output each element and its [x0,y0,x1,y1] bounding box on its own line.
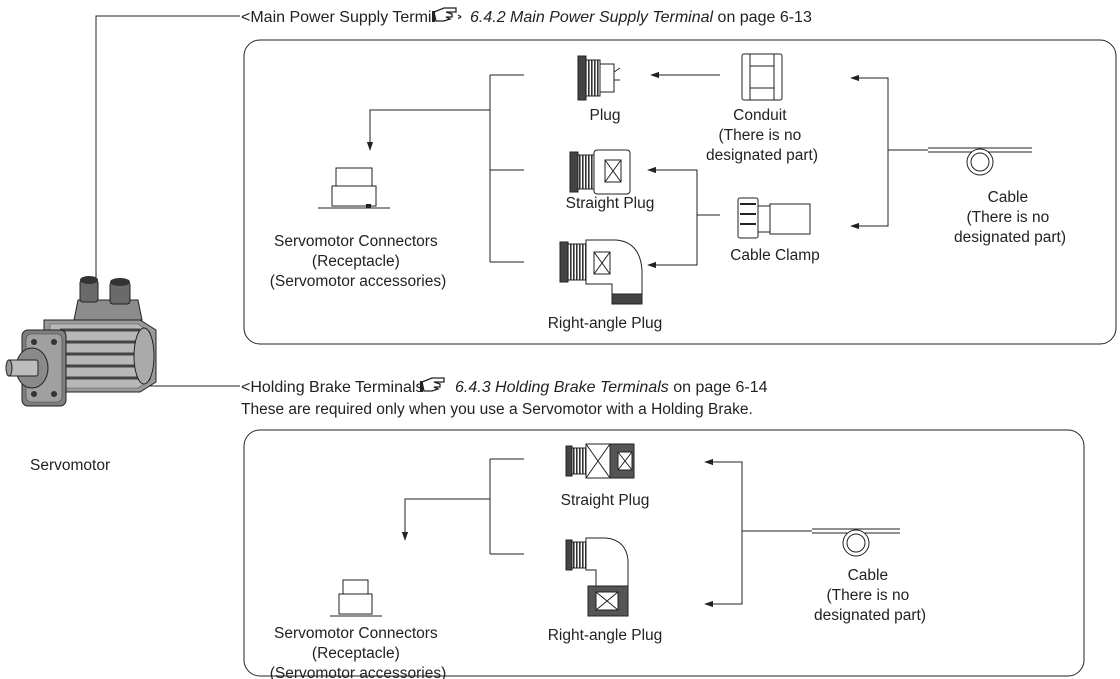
main-connectors-label: Servomotor Connectors (Receptacle) (Serv… [270,233,447,290]
straight-plug-icon[interactable] [569,149,631,195]
main-straight-plug-label: Straight Plug [566,195,655,212]
holding-brake-ref-title[interactable]: 6.4.3 Holding Brake Terminals [455,379,669,396]
holding-brake-note: These are required only when you use a S… [241,401,753,418]
brake-flow-arrows [704,458,812,608]
brake-cable-label: Cable (There is no designated part) [814,567,926,624]
brake-right-angle-plug-label: Right-angle Plug [548,627,663,644]
reference-hand-icon[interactable] [432,4,458,24]
cable-coil-icon[interactable] [928,147,1032,176]
main-power-leader-line [92,15,240,347]
main-power-panel [243,39,1117,345]
cable-coil-icon[interactable] [812,528,900,557]
main-right-angle-plug-label: Right-angle Plug [548,315,663,332]
right-angle-plug-icon[interactable] [559,239,643,305]
main-plug-bus [366,74,524,263]
main-cable-label: Cable (There is no designated part) [954,189,1066,246]
cable-clamp-label: Cable Clamp [730,247,820,264]
brake-straight-plug-label: Straight Plug [561,492,650,509]
connector-receptacle-icon [330,579,382,617]
servomotor-label: Servomotor [30,457,110,474]
connector-receptacle-icon [318,167,390,209]
main-power-heading: <Main Power Supply Terminal> [241,9,462,26]
conduit-label: Conduit (There is no designated part) [706,107,818,164]
holding-brake-panel [243,429,1085,677]
main-power-reference-link[interactable]: 6.4.2 Main Power Supply Terminal on page… [470,9,812,26]
main-flow-arrows [647,71,928,269]
main-plug-label: Plug [589,107,620,124]
straight-plug-icon[interactable] [565,443,635,479]
cable-clamp-icon[interactable] [737,197,811,239]
reference-hand-icon[interactable] [420,374,446,394]
holding-brake-heading: <Holding Brake Terminals> [241,379,433,396]
conduit-icon[interactable] [741,53,783,101]
right-angle-plug-icon[interactable] [565,537,629,617]
brake-connectors-label: Servomotor Connectors (Receptacle) (Serv… [270,625,447,679]
brake-plug-bus [401,458,524,555]
main-power-ref-page: on page 6-13 [713,9,812,26]
servomotor-image[interactable] [5,276,157,407]
main-power-ref-title[interactable]: 6.4.2 Main Power Supply Terminal [470,9,714,26]
plug-icon[interactable] [577,55,621,101]
holding-brake-ref-page: on page 6-14 [669,379,768,396]
holding-brake-reference-link[interactable]: 6.4.3 Holding Brake Terminals on page 6-… [455,379,768,396]
